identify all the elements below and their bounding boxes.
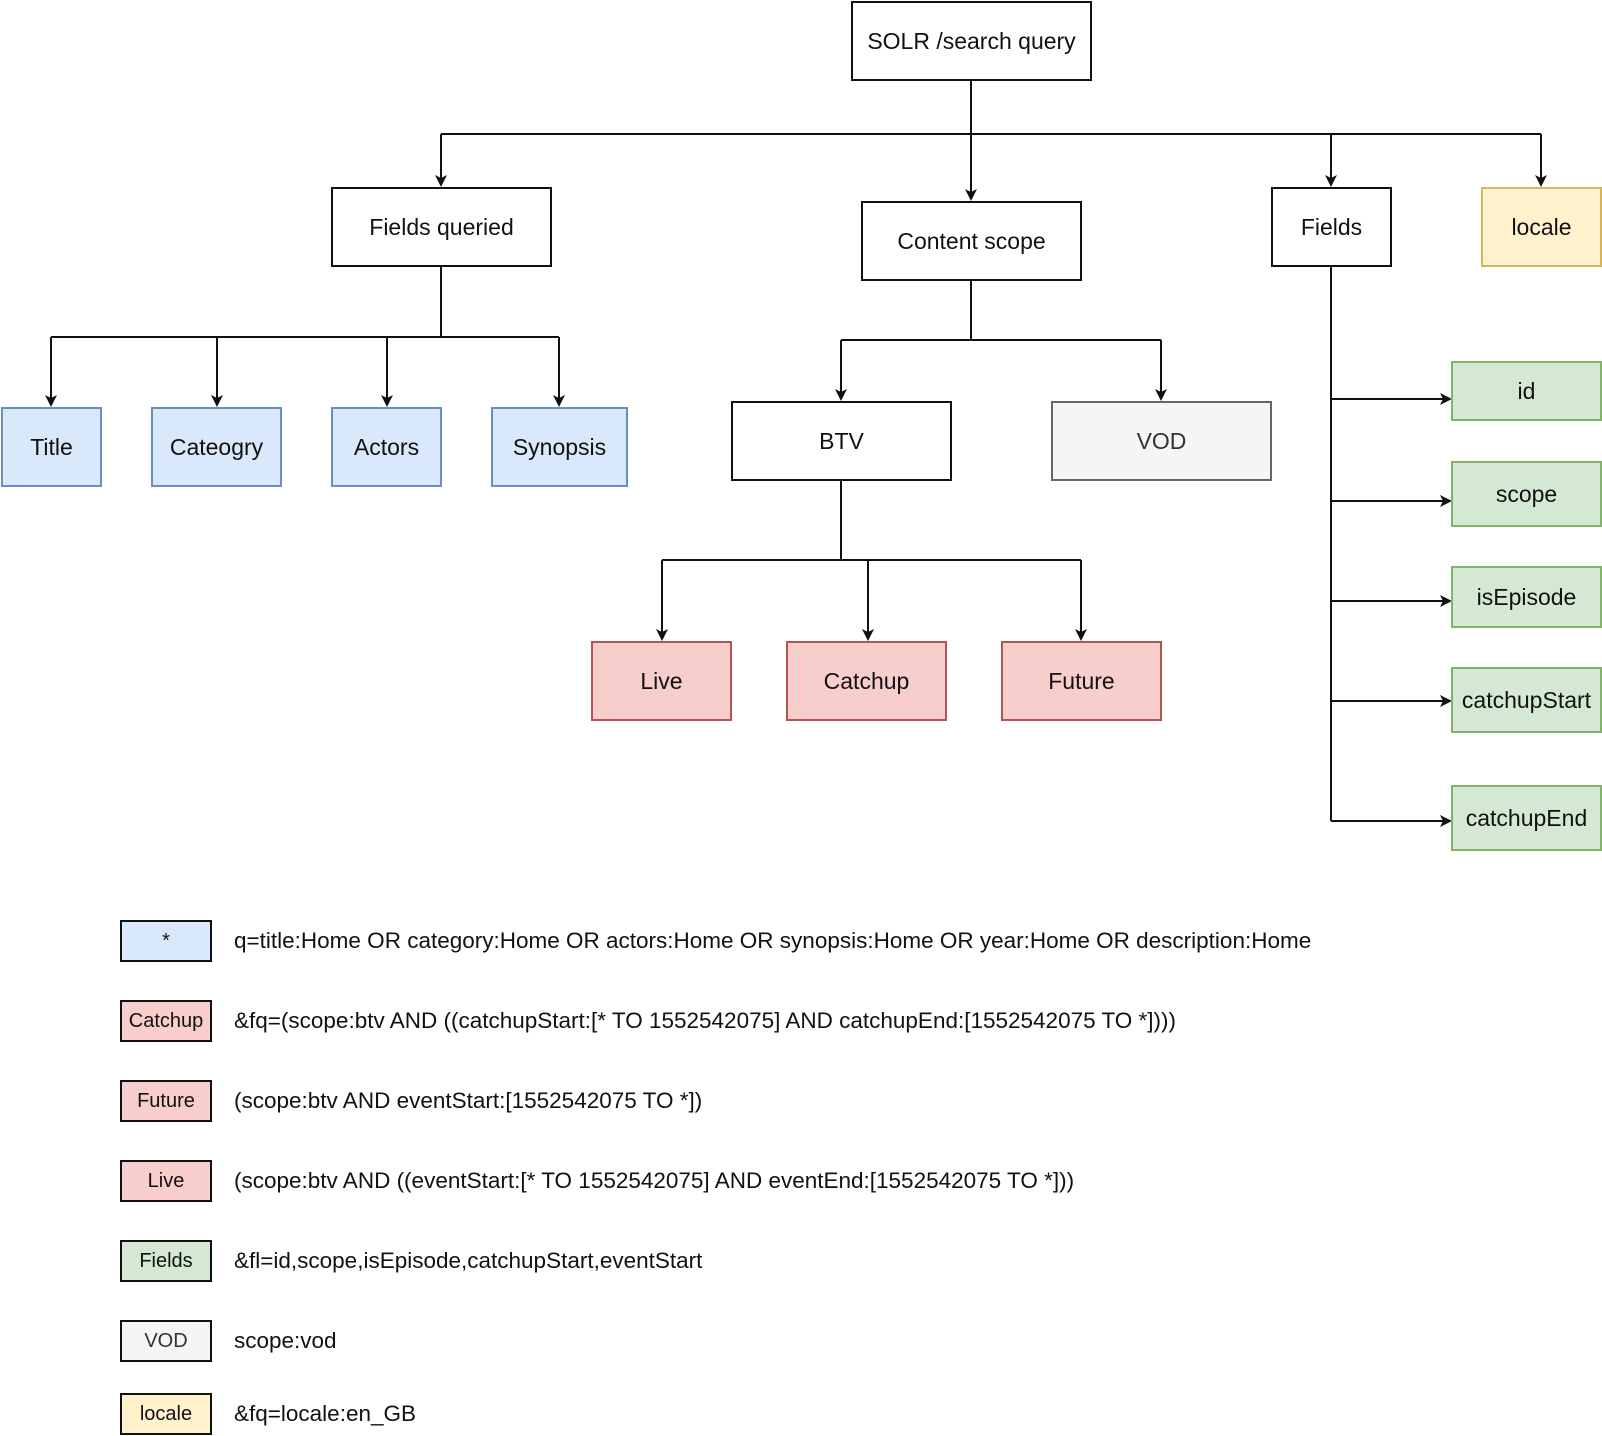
future-node: Future — [1001, 641, 1162, 721]
catchupstart-node: catchupStart — [1451, 667, 1602, 733]
content-scope-node: Content scope — [861, 201, 1082, 281]
legend-text-live: (scope:btv AND ((eventStart:[* TO 155254… — [234, 1168, 1075, 1193]
legend-text-catchup: &fq=(scope:btv AND ((catchupStart:[* TO … — [234, 1008, 1177, 1033]
legend-text-future: (scope:btv AND eventStart:[1552542075 TO… — [234, 1088, 703, 1113]
legend-text-all: q=title:Home OR category:Home OR actors:… — [234, 928, 1312, 953]
btv-node: BTV — [731, 401, 952, 481]
title-node: Title — [1, 407, 102, 487]
catchupend-node: catchupEnd — [1451, 785, 1602, 851]
vod-node: VOD — [1051, 401, 1272, 481]
legend-text-locale: &fq=locale:en_GB — [234, 1401, 416, 1426]
legend-key-future: Future — [120, 1080, 212, 1122]
fields-node: Fields — [1271, 187, 1392, 267]
fields-queried-node: Fields queried — [331, 187, 552, 267]
scope-node: scope — [1451, 461, 1602, 527]
root-node: SOLR /search query — [851, 1, 1092, 81]
legend-text-fields: &fl=id,scope,isEpisode,catchupStart,even… — [234, 1248, 703, 1273]
legend-text-vod: scope:vod — [234, 1328, 337, 1353]
live-node: Live — [591, 641, 732, 721]
legend-key-catchup: Catchup — [120, 1000, 212, 1042]
category-node: Cateogry — [151, 407, 282, 487]
isepisode-node: isEpisode — [1451, 566, 1602, 628]
legend-key-all: * — [120, 920, 212, 962]
legend-key-fields: Fields — [120, 1240, 212, 1282]
legend-key-locale: locale — [120, 1393, 212, 1435]
id-node: id — [1451, 361, 1602, 421]
catchup-node: Catchup — [786, 641, 947, 721]
synopsis-node: Synopsis — [491, 407, 628, 487]
legend-key-live: Live — [120, 1160, 212, 1202]
legend-key-vod: VOD — [120, 1320, 212, 1362]
locale-node: locale — [1481, 187, 1602, 267]
actors-node: Actors — [331, 407, 442, 487]
